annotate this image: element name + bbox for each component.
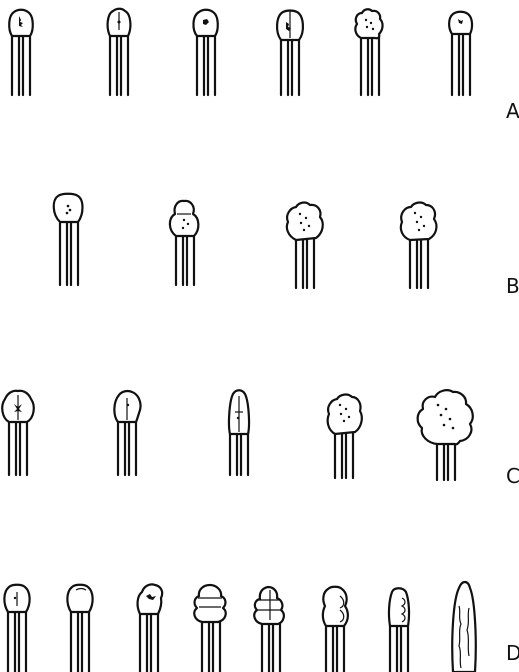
specimen-d7 xyxy=(389,588,409,672)
specimen-c1 xyxy=(2,391,34,475)
specimen-a4 xyxy=(277,11,303,96)
specimen-b2 xyxy=(170,201,199,285)
row-b xyxy=(54,194,437,288)
row-c xyxy=(2,390,473,480)
specimen-d2 xyxy=(67,585,92,672)
specimen-d3 xyxy=(138,584,163,672)
row-label-a: A xyxy=(506,99,519,123)
specimen-a3 xyxy=(193,10,217,95)
row-a xyxy=(9,9,472,95)
specimen-d5 xyxy=(254,587,284,672)
specimen-b1 xyxy=(54,194,83,285)
row-label-c: C xyxy=(506,464,519,488)
specimen-a5 xyxy=(355,9,382,95)
specimen-d8 xyxy=(452,582,476,672)
row-label-b: B xyxy=(506,274,519,298)
specimen-c3 xyxy=(229,390,249,475)
row-d xyxy=(4,582,475,672)
specimen-d6 xyxy=(323,587,348,672)
specimen-d4 xyxy=(194,585,225,672)
specimen-c4 xyxy=(328,395,362,478)
specimen-d1 xyxy=(4,585,29,672)
specimen-c5 xyxy=(418,390,473,480)
specimen-a2 xyxy=(108,9,131,95)
specimen-b3 xyxy=(287,203,323,288)
specimen-b4 xyxy=(401,203,437,288)
specimen-a1 xyxy=(9,10,33,95)
specimen-c2 xyxy=(114,391,140,475)
specimen-a6 xyxy=(449,12,472,95)
row-label-d: D xyxy=(506,641,519,665)
